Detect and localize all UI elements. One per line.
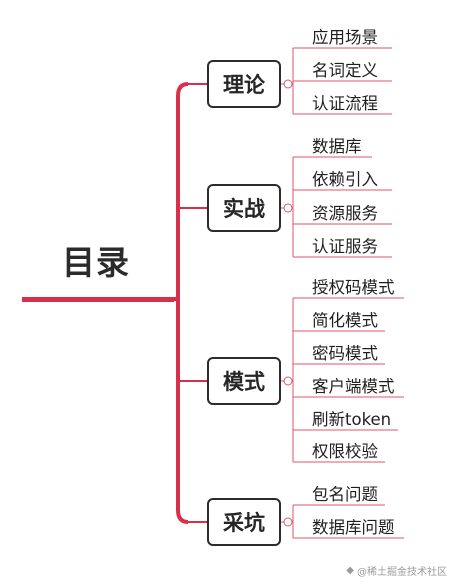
leaf-item[interactable]: 应用场景	[312, 28, 378, 47]
leaf-item[interactable]: 依赖引入	[312, 170, 378, 189]
leaf-item[interactable]: 密码模式	[312, 344, 378, 363]
leaf-item[interactable]: 客户端模式	[312, 377, 395, 396]
leaf-item[interactable]: 权限校验	[312, 442, 378, 461]
branch-1-connectors	[281, 156, 392, 258]
branch-2-connectors	[281, 297, 404, 463]
leaf-item[interactable]: 认证流程	[312, 94, 378, 113]
leaf-item[interactable]: 数据库	[312, 137, 362, 156]
trunk-line	[176, 82, 189, 524]
leaf-item[interactable]: 认证服务	[312, 237, 378, 256]
watermark-text: @稀土掘金技术社区	[357, 567, 447, 578]
leaf-item[interactable]: 刷新token	[312, 410, 392, 429]
root-title: 目录	[62, 243, 130, 282]
leaf-item[interactable]: 资源服务	[312, 204, 378, 223]
branch-3-connectors	[281, 504, 404, 539]
leaf-item[interactable]: 授权码模式	[312, 278, 395, 297]
branch-node-modes[interactable]: 模式	[207, 357, 281, 405]
leaf-item[interactable]: 包名问题	[312, 485, 378, 504]
leaf-item[interactable]: 简化模式	[312, 311, 378, 330]
leaf-item[interactable]: 名词定义	[312, 61, 378, 80]
branch-node-pitfalls[interactable]: 采坑	[207, 498, 281, 546]
watermark: ◆ @稀土掘金技术社区	[346, 563, 447, 578]
juejin-logo-icon: ◆	[346, 565, 354, 576]
branch-0-connectors	[281, 47, 392, 115]
branch-node-theory[interactable]: 理论	[207, 60, 281, 108]
leaf-item[interactable]: 数据库问题	[312, 518, 395, 537]
branch-node-practice[interactable]: 实战	[207, 184, 281, 232]
root-underline	[22, 297, 174, 302]
